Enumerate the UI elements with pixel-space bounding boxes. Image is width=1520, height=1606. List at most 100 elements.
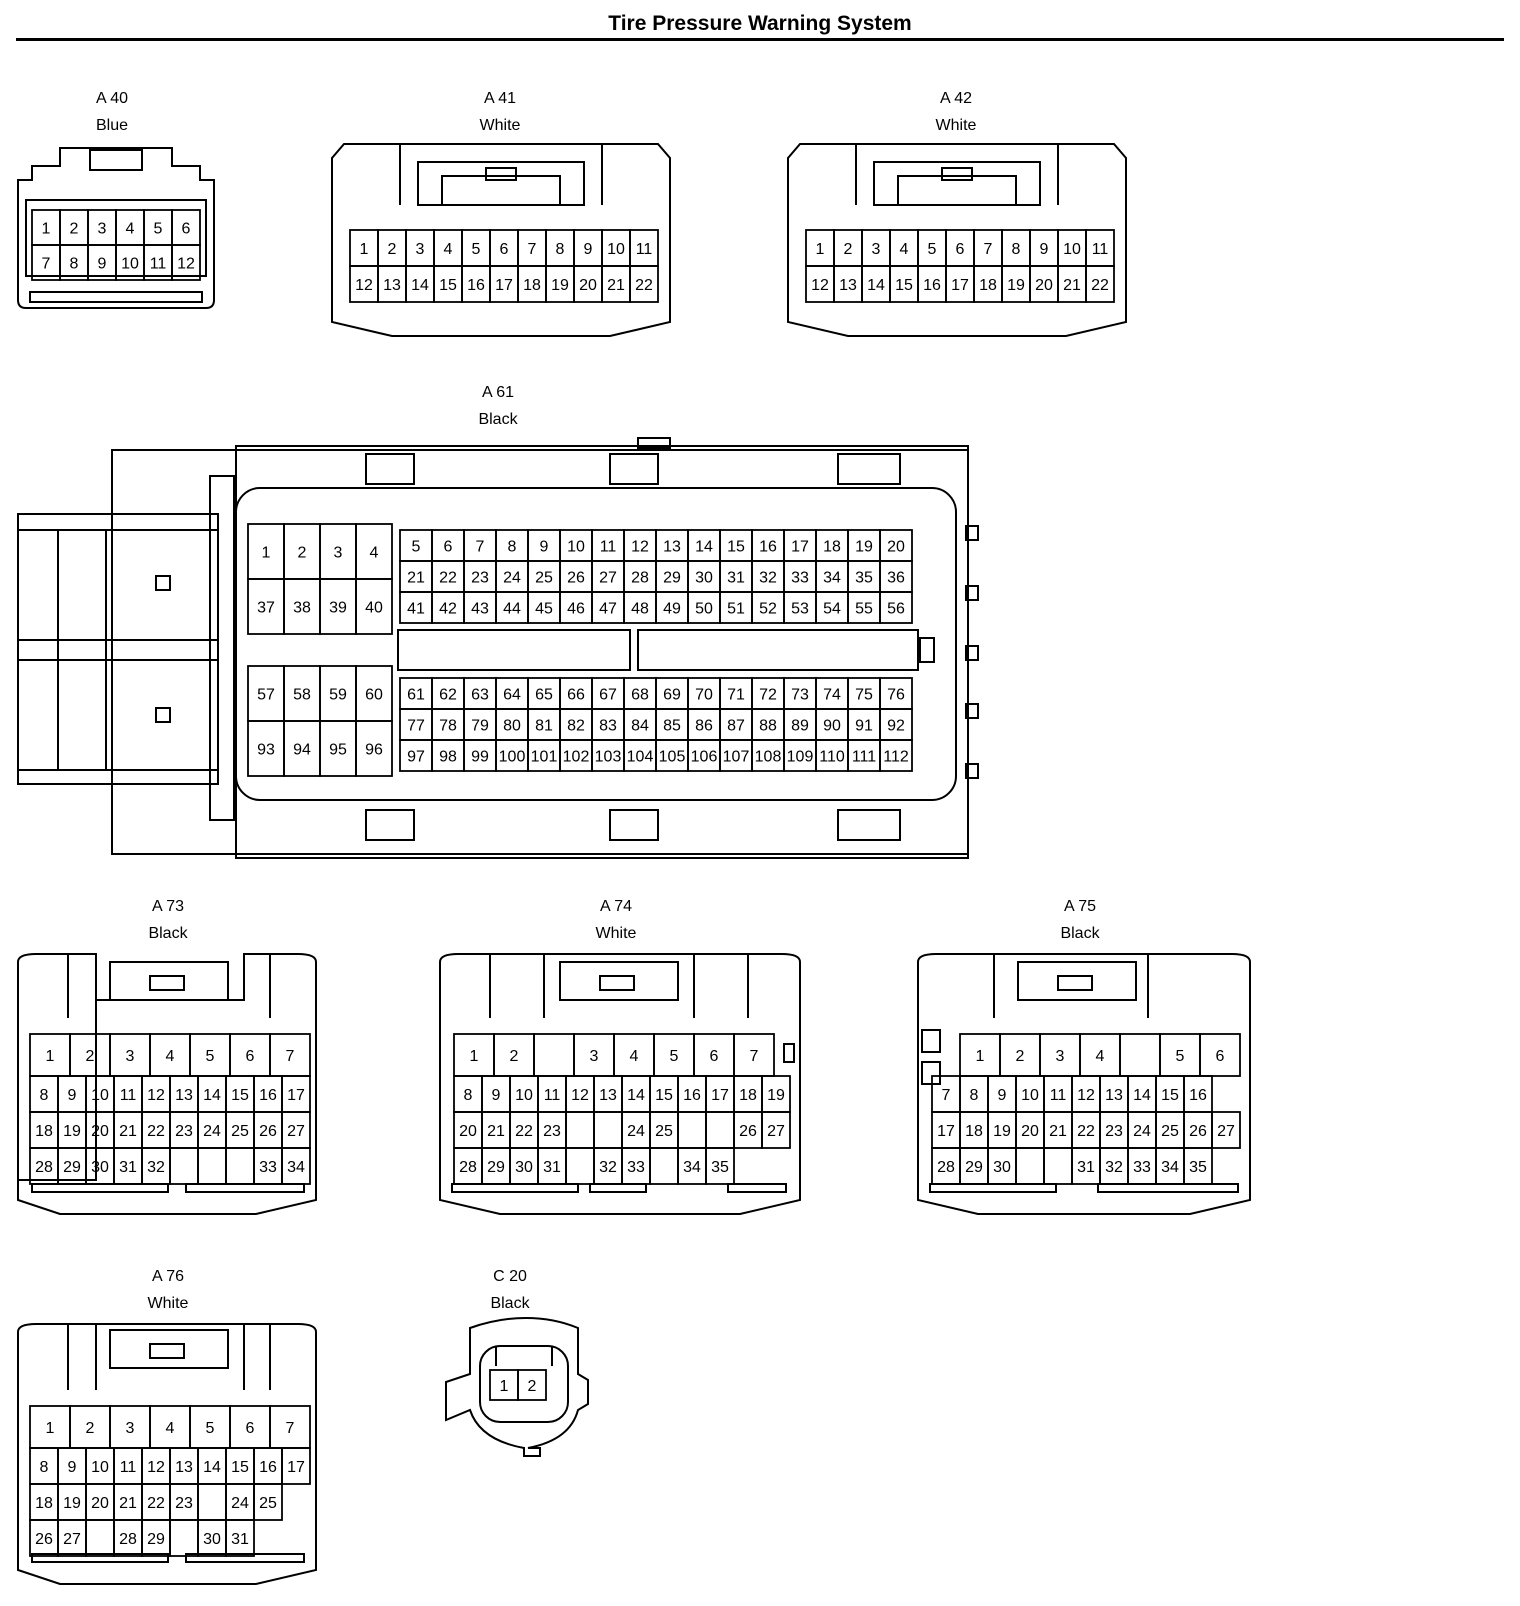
pin-label-a61-rt-1-13: 34 (823, 569, 841, 586)
pin-label-a61-rt-1-2: 23 (471, 569, 489, 586)
pin-label-a41-1-1: 13 (383, 277, 401, 294)
pin-label-a76-0-6: 14 (203, 1459, 221, 1476)
pin-label-a40-1-1: 8 (70, 255, 79, 272)
pin-label-a42-0-4: 5 (928, 241, 937, 258)
pin-cell-a75-r1-0-6 (1199, 1033, 1241, 1077)
pin-label-a73-2-0: 28 (35, 1159, 53, 1176)
pin-label-a61-rb-1-6: 83 (599, 717, 617, 734)
pin-label-a40-1-4: 11 (150, 255, 167, 272)
pin-label-a61-rb-1-2: 79 (471, 717, 489, 734)
pin-label-a61-rt-0-15: 20 (887, 538, 905, 555)
pin-label-a75-1-8: 25 (1161, 1123, 1179, 1140)
pin-cell-a74-1-11 (761, 1111, 791, 1149)
pin-cell-a73-2-6 (197, 1147, 227, 1185)
pin-label-a76-0-0: 8 (40, 1459, 49, 1476)
pin-label-a75-1-6: 23 (1105, 1123, 1123, 1140)
pin-label-a75-0-4: 11 (1050, 1087, 1067, 1104)
pin-label-a61-rt-0-3: 8 (508, 538, 517, 555)
pin-label-a61-lt-1-1: 38 (293, 599, 311, 616)
connector-code-a76: A 76 (151, 1268, 185, 1285)
pin-label-a76-0-7: 15 (231, 1459, 249, 1476)
pin-label-a41-1-4: 16 (467, 277, 485, 294)
pin-label-a61-rt-2-14: 55 (855, 600, 873, 617)
pin-label-a61-rb-0-12: 73 (791, 686, 809, 703)
pin-label-a61-rt-2-8: 49 (663, 600, 681, 617)
pin-label-a42-1-4: 16 (923, 277, 941, 294)
pin-label-a61-rb-1-12: 89 (791, 717, 809, 734)
pin-label-a75-2-7: 33 (1133, 1159, 1151, 1176)
pin-cell-a76-1-6 (197, 1483, 227, 1521)
pin-label-a61-rb-1-14: 91 (855, 717, 873, 734)
connector-color-a74: White (595, 925, 637, 942)
pin-label-a61-rb-0-5: 66 (567, 686, 585, 703)
pin-label-a76-r1-0-2: 3 (126, 1420, 135, 1437)
pin-label-a41-1-10: 22 (635, 277, 653, 294)
pin-label-a74-2-8: 34 (683, 1159, 701, 1176)
pin-label-a61-lt-0-2: 3 (334, 544, 343, 561)
pin-label-a61-lt-1-3: 40 (365, 599, 383, 616)
pin-label-a61-rb-1-11: 88 (759, 717, 777, 734)
pin-label-a76-0-5: 13 (175, 1459, 193, 1476)
connector-code-a41: A 41 (483, 90, 517, 107)
pin-label-a61-rb-1-10: 87 (727, 717, 745, 734)
pin-label-a40-1-0: 7 (42, 255, 51, 272)
pin-label-a41-0-8: 9 (584, 241, 593, 258)
pin-label-a75-0-8: 15 (1161, 1087, 1179, 1104)
pin-label-a73-0-5: 13 (175, 1087, 193, 1104)
connector-housing-a42 (787, 143, 1127, 337)
pin-label-a76-0-4: 12 (147, 1459, 165, 1476)
pin-label-a61-rb-0-9: 70 (695, 686, 713, 703)
pin-label-a41-1-5: 17 (495, 277, 513, 294)
pin-label-a75-2-6: 32 (1105, 1159, 1123, 1176)
pin-label-a75-1-10: 27 (1217, 1123, 1235, 1140)
title-rule (16, 38, 1504, 41)
pin-label-a73-r1-0-1: 2 (86, 1048, 95, 1065)
connector-color-a76: White (147, 1295, 189, 1312)
pin-label-a41-0-3: 4 (444, 241, 453, 258)
pin-label-a61-rb-1-1: 78 (439, 717, 457, 734)
pin-label-a74-0-0: 8 (464, 1087, 473, 1104)
pin-label-a40-0-2: 3 (98, 220, 107, 237)
pin-label-a76-2-7: 31 (231, 1531, 249, 1548)
pin-label-a73-1-3: 21 (119, 1123, 137, 1140)
pin-label-a61-rb-1-4: 81 (535, 717, 553, 734)
pin-label-a61-rb-0-11: 72 (759, 686, 777, 703)
pin-label-a75-r1-0-2: 3 (1056, 1048, 1065, 1065)
pin-label-a61-rt-0-14: 19 (855, 538, 873, 555)
pin-cell-a73-2-7 (225, 1147, 255, 1185)
pin-label-a61-rt-2-0: 41 (407, 600, 425, 617)
pin-label-a73-1-8: 26 (259, 1123, 277, 1140)
pin-label-a42-0-2: 3 (872, 241, 881, 258)
pin-label-a75-2-5: 31 (1077, 1159, 1095, 1176)
pin-label-a75-1-7: 24 (1133, 1123, 1151, 1140)
pin-label-a61-rb-2-11: 108 (755, 748, 782, 765)
pin-label-a74-2-6: 33 (627, 1159, 645, 1176)
pin-label-a61-lt-0-3: 4 (370, 544, 379, 561)
pin-label-a41-0-7: 8 (556, 241, 565, 258)
pin-label-a61-rb-2-1: 98 (439, 748, 457, 765)
pin-cell-a74-1-9 (705, 1111, 735, 1149)
pin-label-a61-rt-0-5: 10 (567, 538, 585, 555)
pin-label-a61-rt-1-4: 25 (535, 569, 553, 586)
pin-label-a61-rt-0-1: 6 (444, 538, 453, 555)
pin-label-a74-0-5: 13 (599, 1087, 617, 1104)
pin-label-a76-r1-0-6: 7 (286, 1420, 295, 1437)
pin-label-a61-rb-1-15: 92 (887, 717, 905, 734)
pin-label-a61-lb-0-3: 60 (365, 686, 383, 703)
pin-cell-a40-1-5 (171, 244, 201, 281)
pin-label-a76-1-8: 25 (259, 1495, 277, 1512)
pin-label-a61-rt-1-0: 21 (407, 569, 425, 586)
pin-label-a75-2-9: 35 (1189, 1159, 1207, 1176)
pin-label-a42-0-7: 8 (1012, 241, 1021, 258)
pin-cell-a76-2-7 (225, 1519, 255, 1557)
pin-label-a61-rt-0-4: 9 (540, 538, 549, 555)
connector-code-a40: A 40 (95, 90, 129, 107)
pin-label-a74-0-1: 9 (492, 1087, 501, 1104)
pin-cell-a74-2-9 (705, 1147, 735, 1185)
pin-label-a41-1-6: 18 (523, 277, 541, 294)
connector-color-c20: Black (490, 1295, 530, 1312)
pin-label-a61-rb-1-8: 85 (663, 717, 681, 734)
pin-label-a75-1-4: 21 (1049, 1123, 1067, 1140)
pin-label-a61-rb-1-5: 82 (567, 717, 585, 734)
pin-label-a61-lt-0-1: 2 (298, 544, 307, 561)
